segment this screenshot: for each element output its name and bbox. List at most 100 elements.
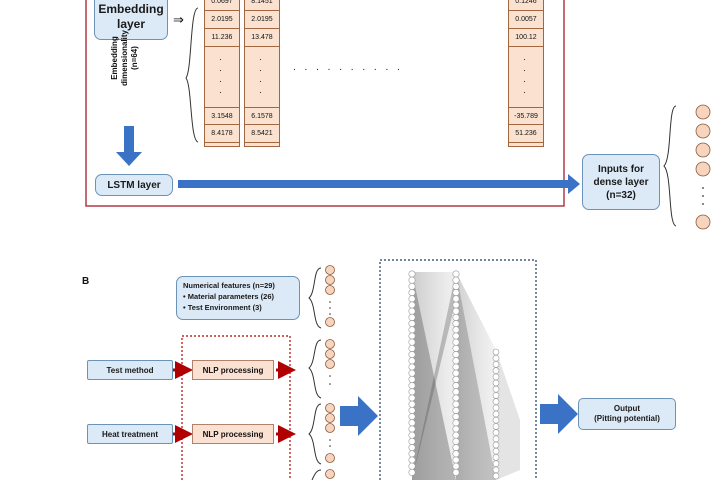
panel-a-frame	[85, 0, 565, 207]
output-box: Output (Pitting potential)	[578, 398, 676, 430]
embedding-value-cell: 0.0057	[509, 11, 543, 29]
network-node	[492, 466, 500, 474]
column-dots-2: · · · ·	[259, 54, 262, 97]
feature-nodes	[325, 265, 335, 479]
network-node	[408, 419, 416, 427]
network-node	[408, 282, 416, 290]
network-node	[408, 307, 416, 315]
nlp-processing-box-2: NLP processing	[192, 424, 274, 444]
features-to-network-arrow	[340, 396, 378, 436]
network-node	[452, 289, 460, 297]
network-node	[452, 388, 460, 396]
network-node	[492, 348, 500, 356]
network-node	[492, 367, 500, 374]
network-node	[408, 413, 416, 421]
network-node	[452, 270, 460, 278]
network-node	[452, 468, 460, 476]
embedding-value-cell: 8.4178	[205, 125, 239, 143]
column-dots-1: · · · ·	[219, 54, 222, 97]
network-node	[408, 382, 416, 390]
network-node	[452, 437, 460, 445]
network-node	[408, 375, 416, 383]
network-node	[492, 361, 500, 368]
dense-inputs-box: Inputs for dense layer (n=32)	[582, 154, 660, 210]
network-node	[452, 382, 460, 390]
network-node	[492, 373, 500, 381]
heat-treatment-box: Heat treatment	[87, 424, 173, 444]
network-node	[408, 276, 416, 284]
network-node	[452, 344, 460, 352]
network-node	[408, 270, 416, 278]
network-node	[408, 357, 416, 365]
numerical-features-box: Numerical features (n=29) • Material par…	[176, 276, 300, 320]
network-node	[408, 462, 416, 470]
nlp1-brace	[308, 339, 322, 399]
network-node	[408, 425, 416, 433]
network-node	[408, 400, 416, 408]
network-node	[408, 437, 416, 445]
network-node	[408, 289, 416, 297]
network-node	[492, 429, 500, 436]
network-nodes	[408, 270, 500, 480]
numerical-item-material: • Material parameters (26)	[183, 291, 275, 301]
row-dots: . . . . . . . . . .	[293, 62, 403, 73]
down-arrow	[116, 126, 142, 166]
nlp2-brace	[308, 403, 322, 465]
network-node	[492, 410, 500, 418]
embedding-value-cell: 13.478	[245, 29, 279, 47]
network-node	[452, 282, 460, 290]
embedding-brace	[185, 7, 199, 143]
nlp-frame	[181, 335, 291, 480]
network-node	[452, 444, 460, 452]
numerical-brace	[308, 267, 322, 329]
network-node	[408, 326, 416, 334]
embedding-arrow-symbol: ⇒	[173, 12, 184, 27]
embedding-value-cell: -35.789	[509, 107, 543, 125]
network-node	[452, 431, 460, 439]
network-node	[452, 456, 460, 464]
network-node	[452, 301, 460, 309]
network-node	[408, 344, 416, 352]
network-node	[492, 385, 500, 393]
network-node	[492, 441, 500, 449]
network-node	[452, 394, 460, 402]
embedding-value-cell: 8.1451	[245, 0, 279, 11]
lstm-layer-box: LSTM layer	[95, 174, 173, 196]
network-to-output-arrow	[540, 394, 578, 434]
network-node	[452, 351, 460, 359]
network-node	[452, 313, 460, 321]
embedding-value-cell: 2.0195	[245, 11, 279, 29]
network-node	[492, 379, 500, 387]
network-node	[408, 351, 416, 359]
embedding-value-cell: 11.236	[205, 29, 239, 47]
dense-input-nodes	[695, 104, 711, 230]
network-node	[492, 416, 500, 424]
embedding-value-cell: 8.5421	[245, 125, 279, 143]
network-node	[492, 435, 500, 443]
network-node	[452, 400, 460, 408]
network-node	[408, 301, 416, 309]
network-node	[452, 307, 460, 315]
network-node	[408, 320, 416, 328]
network-node	[408, 388, 416, 396]
network-node	[452, 338, 460, 346]
embedding-value-cell: 3.1548	[205, 107, 239, 125]
network-node	[492, 472, 500, 480]
network-node	[452, 413, 460, 421]
dense-inputs-brace	[663, 105, 677, 227]
network-node	[452, 375, 460, 383]
numerical-features-title: Numerical features (n=29)	[183, 281, 275, 290]
network-node	[452, 406, 460, 414]
network-connections	[412, 272, 520, 480]
embedding-dimensionality-label: Embedding dimensionality (n=64)	[110, 30, 139, 87]
network-node	[408, 450, 416, 458]
embedding-value-cell: 51.236	[509, 125, 543, 143]
network-node	[408, 332, 416, 340]
network-node	[452, 357, 460, 365]
test-method-box: Test method	[87, 360, 173, 380]
embedding-value-cell: 2.0195	[205, 11, 239, 29]
network-node	[408, 444, 416, 452]
